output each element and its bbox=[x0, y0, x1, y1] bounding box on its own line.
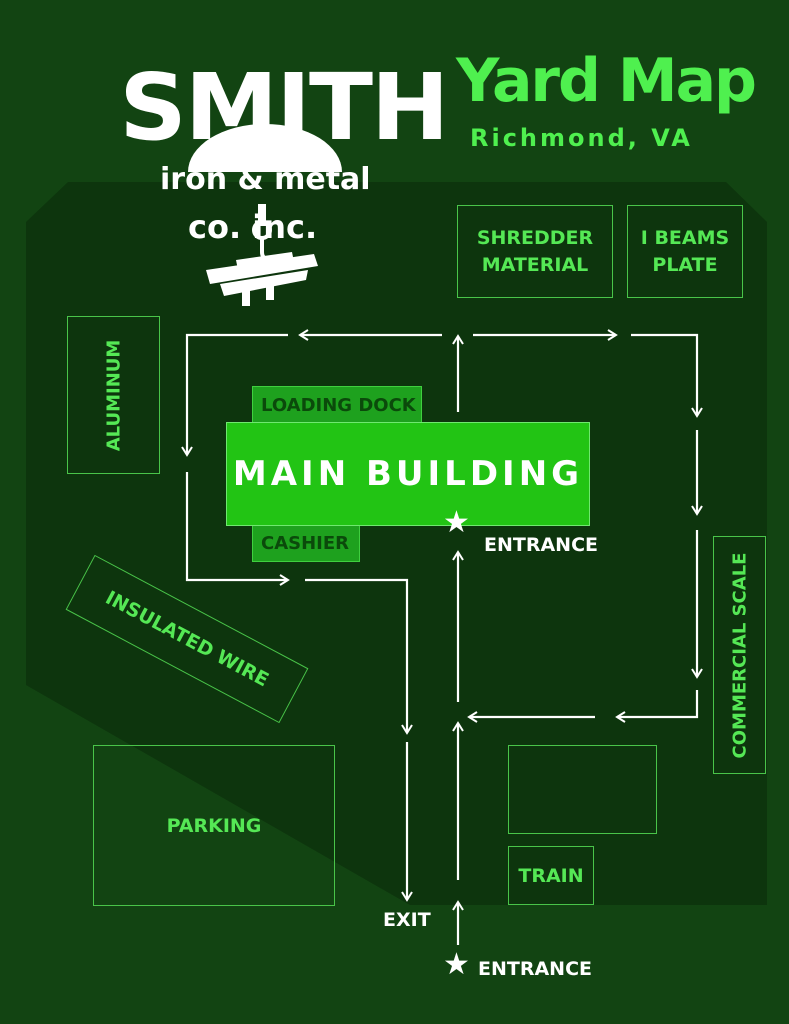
area-aluminum[interactable]: ALUMINUM bbox=[67, 316, 160, 474]
area-parking-label: PARKING bbox=[166, 814, 262, 837]
logo-line-iron-metal: iron & metal bbox=[160, 162, 371, 197]
loading-dock-label: LOADING DOCK bbox=[261, 395, 416, 416]
area-parking[interactable]: PARKING bbox=[93, 745, 335, 906]
area-shredder-label-2: MATERIAL bbox=[481, 253, 589, 276]
map-location: Richmond, VA bbox=[470, 124, 693, 152]
area-shredder-label-1: SHREDDER bbox=[476, 226, 594, 249]
hook-scrap-icon bbox=[206, 204, 318, 306]
entrance-yard-star-icon: ★ bbox=[443, 947, 470, 982]
entrance-building-label: ENTRANCE bbox=[484, 534, 598, 556]
area-ibeams-label-1: I BEAMS bbox=[640, 226, 730, 249]
entrance-star-icon: ★ bbox=[443, 505, 470, 540]
main-building-label: MAIN BUILDING bbox=[232, 454, 584, 494]
area-shredder-material[interactable]: SHREDDER MATERIAL bbox=[457, 205, 613, 298]
area-ibeams-label-2: PLATE bbox=[652, 253, 718, 276]
exit-label: EXIT bbox=[383, 909, 431, 931]
area-i-beams-plate[interactable]: I BEAMS PLATE bbox=[627, 205, 743, 298]
main-building[interactable]: MAIN BUILDING bbox=[226, 422, 590, 526]
cashier-label: CASHIER bbox=[261, 533, 350, 554]
entrance-yard-label: ENTRANCE bbox=[478, 958, 592, 980]
area-unlabeled-lot[interactable] bbox=[508, 745, 657, 834]
area-train[interactable]: TRAIN bbox=[508, 846, 594, 905]
area-commercial-scale[interactable]: COMMERCIAL SCALE bbox=[713, 536, 766, 774]
logo-dome-graphic bbox=[188, 124, 342, 172]
area-train-label: TRAIN bbox=[518, 864, 584, 887]
map-title: Yard Map bbox=[456, 46, 757, 116]
